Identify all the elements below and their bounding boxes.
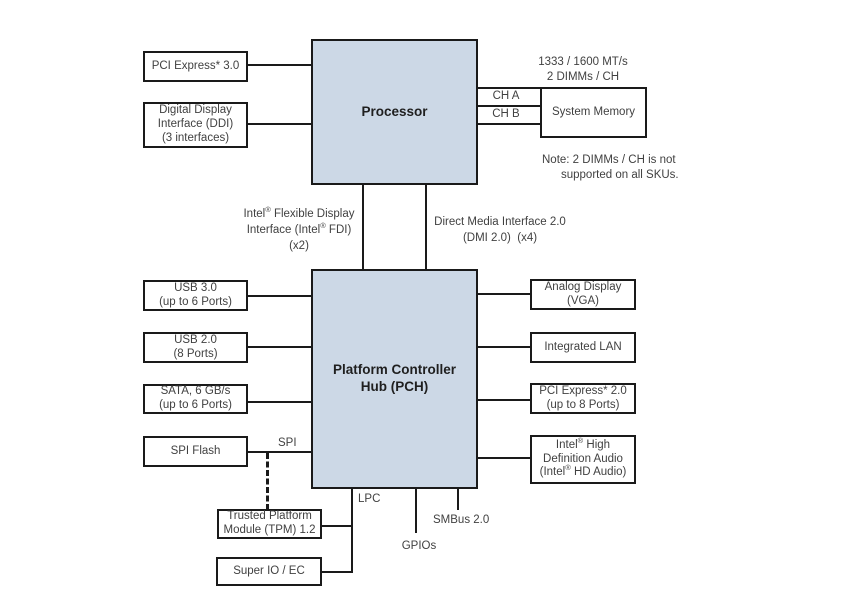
- connector-pch-pcie2: [478, 399, 530, 401]
- channel-b-label: CH B: [492, 108, 520, 120]
- connector-usb3-pch: [248, 295, 311, 297]
- gpios-line: [415, 489, 417, 533]
- connector-pch-hd-audio: [478, 457, 530, 459]
- hd-audio-label-line3: (Intel® HD Audio): [539, 463, 627, 479]
- dmi-label-line1: Direct Media Interface 2.0: [434, 216, 566, 228]
- spi-flash-box: SPI Flash: [143, 436, 248, 467]
- dmi-label-line2: (DMI 2.0) (x4): [462, 232, 538, 244]
- smbus-label: SMBus 2.0: [433, 514, 490, 526]
- fdi-label-line3: (x2): [289, 240, 309, 252]
- connector-spi-flash-pch: [248, 451, 311, 453]
- system-memory-box: System Memory: [540, 87, 647, 138]
- tpm-label-line2: Module (TPM) 1.2: [223, 524, 316, 536]
- pcie2-label-line2: (up to 8 Ports): [546, 398, 620, 411]
- smbus-line: [457, 489, 459, 510]
- pci-express-3-label: PCI Express* 3.0: [151, 59, 240, 72]
- hd-audio-label-line2: Definition Audio: [543, 452, 623, 465]
- memory-channel-line-middle: [478, 105, 540, 107]
- super-io-label: Super IO / EC: [233, 564, 305, 577]
- memory-channel-line-bottom: [478, 123, 540, 125]
- connector-pcie3-processor: [248, 64, 311, 66]
- memory-footnote-line2: supported on all SKUs.: [561, 168, 679, 181]
- tpm-box: Trusted Platform Module (TPM) 1.2: [217, 509, 322, 539]
- pci-express-3-box: PCI Express* 3.0: [143, 51, 248, 82]
- pch-label-line2: Hub (PCH): [360, 379, 429, 394]
- pcie2-label-line1: PCI Express* 2.0: [539, 384, 627, 397]
- super-io-box: Super IO / EC: [216, 557, 322, 586]
- dmi-bus-line: [425, 185, 427, 269]
- channel-a-label: CH A: [492, 90, 520, 102]
- spi-dashed-line: [266, 453, 269, 510]
- processor-block: Processor: [311, 39, 478, 185]
- spi-bus-label: SPI: [278, 437, 297, 449]
- integrated-lan-box: Integrated LAN: [530, 332, 636, 363]
- pch-block: Platform Controller Hub (PCH): [311, 269, 478, 489]
- connector-tpm-lpc: [322, 525, 353, 527]
- ddi-label-line3: (3 interfaces): [161, 131, 230, 144]
- usb3-box: USB 3.0 (up to 6 Ports): [143, 280, 248, 311]
- connector-super-io-lpc: [322, 571, 353, 573]
- usb2-label-line1: USB 2.0: [174, 333, 217, 346]
- connector-ddi-processor: [248, 123, 311, 125]
- memory-speed-note: 1333 / 1600 MT/s 2 DIMMs / CH: [527, 55, 639, 85]
- fdi-bus-line: [362, 185, 364, 269]
- sata-label-line1: SATA, 6 GB/s: [160, 385, 231, 398]
- connector-pch-lan: [478, 346, 530, 348]
- lan-label: Integrated LAN: [544, 340, 622, 353]
- connector-usb2-pch: [248, 346, 311, 348]
- system-memory-label: System Memory: [551, 105, 636, 118]
- sata-box: SATA, 6 GB/s (up to 6 Ports): [143, 384, 248, 414]
- hd-audio-box: Intel® High Definition Audio (Intel® HD …: [530, 435, 636, 484]
- usb2-label-line2: (8 Ports): [173, 347, 218, 360]
- usb3-label-line2: (up to 6 Ports): [159, 295, 232, 308]
- usb3-label-line1: USB 3.0: [174, 281, 217, 294]
- digital-display-interface-box: Digital Display Interface (DDI) (3 inter…: [143, 102, 248, 148]
- analog-display-box: Analog Display (VGA): [530, 279, 636, 310]
- fdi-label-line1: Intel® Flexible Display: [243, 205, 355, 220]
- pci-express-2-box: PCI Express* 2.0 (up to 8 Ports): [530, 383, 636, 414]
- ddi-label-line2: Interface (DDI): [157, 118, 234, 131]
- memory-footnote-line1: Note: 2 DIMMs / CH is not: [542, 154, 676, 166]
- spi-flash-label: SPI Flash: [170, 444, 221, 457]
- ddi-label-line1: Digital Display: [159, 104, 232, 117]
- pch-label-line1: Platform Controller: [332, 362, 456, 378]
- vga-label-line1: Analog Display: [544, 280, 622, 293]
- connector-pch-vga: [478, 293, 530, 295]
- usb2-box: USB 2.0 (8 Ports): [143, 332, 248, 363]
- dmi-bus-label: Direct Media Interface 2.0 (DMI 2.0) (x4…: [428, 214, 572, 246]
- memory-speed-line2: 2 DIMMs / CH: [546, 70, 620, 83]
- memory-channel-line-top: [478, 87, 540, 89]
- tpm-label-line1: Trusted Platform: [227, 510, 312, 523]
- fdi-label-line2: Interface (Intel® FDI): [246, 221, 352, 236]
- memory-footnote: Note: 2 DIMMs / CH is not supported on a…: [542, 153, 722, 183]
- processor-label: Processor: [361, 103, 428, 119]
- gpios-label: GPIOs: [401, 540, 437, 552]
- hd-audio-label-line1: Intel® High: [555, 435, 611, 451]
- sata-label-line2: (up to 6 Ports): [159, 399, 232, 411]
- memory-speed-line1: 1333 / 1600 MT/s: [538, 56, 628, 68]
- fdi-bus-label: Intel® Flexible Display Interface (Intel…: [236, 206, 362, 254]
- connector-sata-pch: [248, 401, 311, 403]
- lpc-bus-label: LPC: [358, 493, 381, 505]
- lpc-bus-line: [351, 489, 353, 573]
- vga-label-line2: (VGA): [567, 294, 599, 307]
